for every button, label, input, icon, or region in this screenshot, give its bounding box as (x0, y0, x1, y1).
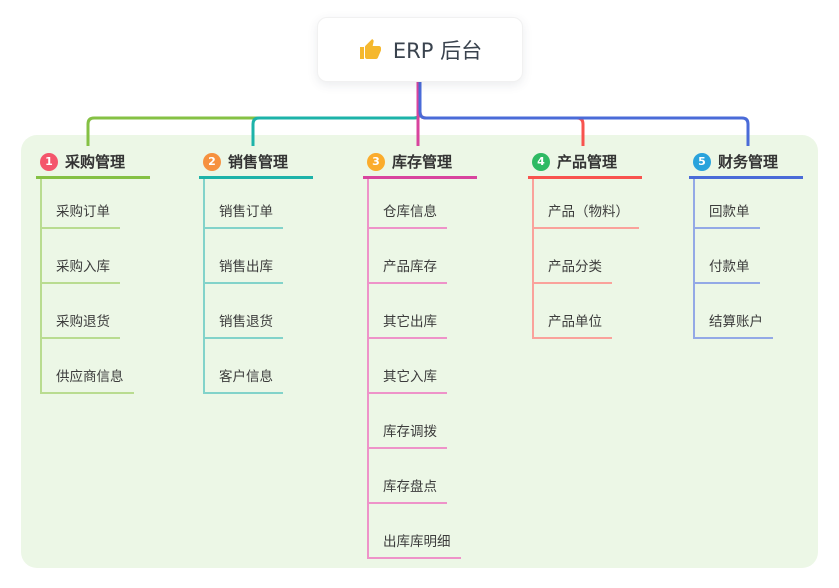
branch-header-finance[interactable]: 5 财务管理 (689, 145, 803, 179)
node-label: 仓库信息 (369, 200, 447, 229)
node-item[interactable]: 销售出库 (205, 229, 313, 284)
branch-children: 销售订单 销售出库 销售退货 客户信息 (203, 179, 313, 394)
branch-purchase: 1 采购管理 采购订单 采购入库 采购退货 供应商信息 (36, 145, 150, 394)
node-label: 采购订单 (42, 200, 120, 229)
node-item[interactable]: 采购退货 (42, 284, 150, 339)
node-label: 产品（物料） (534, 200, 639, 229)
node-item[interactable]: 库存调拨 (369, 394, 477, 449)
node-item[interactable]: 供应商信息 (42, 339, 150, 394)
mindmap-background-panel (21, 135, 818, 568)
node-label: 供应商信息 (42, 365, 134, 394)
node-label: 付款单 (695, 255, 760, 284)
node-item[interactable]: 产品单位 (534, 284, 642, 339)
branch-children: 产品（物料） 产品分类 产品单位 (532, 179, 642, 339)
node-label: 其它出库 (369, 310, 447, 339)
node-label: 产品库存 (369, 255, 447, 284)
root-title: ERP 后台 (392, 38, 483, 63)
node-item[interactable]: 付款单 (695, 229, 803, 284)
node-item[interactable]: 出库库明细 (369, 504, 477, 559)
branch-header-product[interactable]: 4 产品管理 (528, 145, 642, 179)
node-label: 产品单位 (534, 310, 612, 339)
node-item[interactable]: 产品（物料） (534, 179, 642, 229)
node-item[interactable]: 产品分类 (534, 229, 642, 284)
branch-children: 回款单 付款单 结算账户 (693, 179, 803, 339)
node-item[interactable]: 采购入库 (42, 229, 150, 284)
branch-title: 库存管理 (392, 153, 453, 171)
node-item[interactable]: 结算账户 (695, 284, 803, 339)
node-item[interactable]: 其它入库 (369, 339, 477, 394)
branch-finance: 5 财务管理 回款单 付款单 结算账户 (689, 145, 803, 339)
node-label: 采购入库 (42, 255, 120, 284)
branch-number-badge: 3 (367, 152, 385, 171)
branch-title: 采购管理 (65, 153, 126, 171)
node-label: 库存调拨 (369, 420, 447, 449)
branch-sales: 2 销售管理 销售订单 销售出库 销售退货 客户信息 (199, 145, 313, 394)
branch-number-badge: 1 (40, 152, 58, 171)
node-item[interactable]: 客户信息 (205, 339, 313, 394)
node-item[interactable]: 其它出库 (369, 284, 477, 339)
node-item[interactable]: 仓库信息 (369, 179, 477, 229)
branch-number-badge: 4 (532, 152, 550, 171)
branch-product: 4 产品管理 产品（物料） 产品分类 产品单位 (528, 145, 642, 339)
root-node[interactable]: ERP 后台 (317, 17, 523, 82)
node-item[interactable]: 采购订单 (42, 179, 150, 229)
node-label: 产品分类 (534, 255, 612, 284)
node-label: 销售出库 (205, 255, 283, 284)
node-item[interactable]: 销售订单 (205, 179, 313, 229)
branch-number-badge: 2 (203, 152, 221, 171)
branch-children: 采购订单 采购入库 采购退货 供应商信息 (40, 179, 150, 394)
node-label: 结算账户 (695, 310, 773, 339)
thumbs-up-icon (358, 38, 382, 62)
branch-number-badge: 5 (693, 152, 711, 171)
branch-title: 销售管理 (228, 153, 289, 171)
node-label: 销售退货 (205, 310, 283, 339)
node-label: 库存盘点 (369, 475, 447, 504)
node-label: 出库库明细 (369, 530, 461, 559)
branch-title: 财务管理 (718, 153, 779, 171)
branch-header-inventory[interactable]: 3 库存管理 (363, 145, 477, 179)
branch-children: 仓库信息 产品库存 其它出库 其它入库 库存调拨 库存盘点 出库库明细 (367, 179, 477, 559)
node-item[interactable]: 产品库存 (369, 229, 477, 284)
node-label: 采购退货 (42, 310, 120, 339)
node-label: 其它入库 (369, 365, 447, 394)
node-label: 销售订单 (205, 200, 283, 229)
branch-header-sales[interactable]: 2 销售管理 (199, 145, 313, 179)
node-label: 回款单 (695, 200, 760, 229)
node-item[interactable]: 库存盘点 (369, 449, 477, 504)
node-item[interactable]: 销售退货 (205, 284, 313, 339)
node-label: 客户信息 (205, 365, 283, 394)
branch-header-purchase[interactable]: 1 采购管理 (36, 145, 150, 179)
branch-inventory: 3 库存管理 仓库信息 产品库存 其它出库 其它入库 库存调拨 库存盘点 出库库… (363, 145, 477, 559)
node-item[interactable]: 回款单 (695, 179, 803, 229)
branch-title: 产品管理 (557, 153, 618, 171)
